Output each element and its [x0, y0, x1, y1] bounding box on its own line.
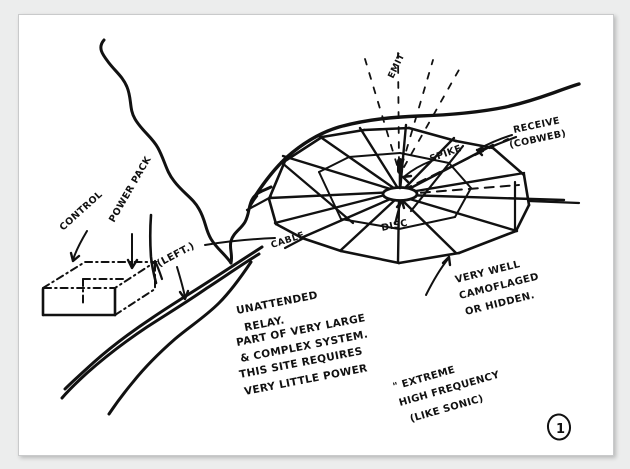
disc-leader-head — [395, 199, 406, 210]
spoke-11 — [401, 195, 519, 233]
guy-line-sw — [283, 237, 304, 250]
emit-ray-2 — [397, 52, 400, 164]
spoke-5 — [358, 126, 401, 192]
label-left: (LEFT.) — [155, 241, 196, 270]
ring-seg-e2 — [522, 173, 531, 207]
sketch-canvas: CONTROL POWER PACK (LEFT.) CABLE SPIKE D… — [39, 38, 581, 441]
spoke-1 — [268, 190, 399, 200]
ring-seg-sw1 — [300, 236, 343, 253]
leader-arrows-diagram — [394, 134, 513, 296]
spoke-9 — [402, 171, 526, 195]
ring-seg-ne1 — [407, 126, 458, 143]
spike-leader-line — [404, 160, 432, 177]
ring-seg-nw — [283, 135, 324, 163]
box-solid-edges — [41, 287, 117, 317]
inner-seg-e — [448, 162, 472, 189]
array-dashed-lines — [402, 138, 520, 195]
ring-seg-se2 — [457, 229, 518, 255]
buried-equipment-box — [39, 261, 159, 316]
guy-line-w — [245, 195, 273, 212]
label-emit: EMIT — [387, 52, 408, 81]
antenna-hub — [381, 158, 419, 202]
contour-right-a — [204, 237, 276, 246]
inner-seg-n — [348, 152, 401, 158]
note-frequency: " EXTREME HIGH FREQUENCY (LIKE SONIC) — [392, 365, 502, 425]
emit-ray-3 — [401, 59, 434, 166]
relay-line-1: UNATTENDED — [235, 289, 319, 317]
label-control: CONTROL — [58, 189, 105, 233]
left-leader-line — [176, 266, 186, 298]
ring-seg-sw2 — [274, 222, 304, 240]
guy-line-e — [527, 199, 581, 205]
dashed-ray-e — [404, 184, 520, 195]
inner-seg-s — [398, 216, 456, 230]
box-front-face — [42, 287, 116, 316]
contour-line-secondary — [228, 185, 273, 265]
ring-seg-se1 — [514, 203, 531, 233]
inner-seg-ne — [399, 152, 450, 164]
ring-seg-n2 — [362, 126, 411, 132]
spoke-12 — [399, 197, 458, 255]
spoke-7 — [400, 136, 456, 193]
page-number-badge: 1 — [546, 413, 572, 441]
spoke-4 — [317, 134, 400, 193]
left-leader-head — [178, 289, 190, 301]
camouflage-leader-head — [441, 255, 452, 267]
leader-arrows-left — [69, 230, 190, 301]
guy-line-crossing-2 — [409, 144, 465, 213]
ring-seg-e1 — [491, 146, 526, 177]
ring-seg-s1 — [397, 251, 461, 265]
camouflage-leader-line — [425, 258, 449, 296]
box-right-face — [114, 261, 156, 316]
array-outer-ring — [267, 126, 531, 265]
ring-seg-s2 — [339, 249, 401, 265]
receive-leader-line — [478, 134, 513, 150]
cable-run-lower — [60, 252, 261, 400]
ring-seg-n1 — [320, 128, 366, 139]
sketch-page: CONTROL POWER PACK (LEFT.) CABLE SPIKE D… — [18, 14, 614, 456]
spoke-3 — [281, 154, 399, 193]
page-number-text: 1 — [556, 422, 565, 437]
emission-rays — [364, 52, 461, 168]
label-disc: DISC — [380, 218, 409, 234]
powerpack-leader-head — [126, 258, 139, 270]
inner-seg-se — [454, 187, 472, 218]
cobweb-array — [245, 123, 581, 265]
spike-leader-head — [401, 174, 413, 184]
receive-leader-head — [475, 147, 487, 157]
note-relay: UNATTENDED RELAY. PART OF VERY LARGE & C… — [235, 289, 369, 398]
guy-line-crossing — [279, 160, 355, 225]
label-power-pack: POWER PACK — [107, 154, 154, 224]
control-leader-head — [69, 251, 81, 263]
array-spokes — [268, 123, 566, 264]
contour-stub-left — [148, 213, 158, 285]
box-top-face — [39, 261, 159, 289]
control-leader-line — [72, 230, 88, 261]
emit-ray-4 — [403, 67, 461, 168]
cable-run-upper — [63, 245, 264, 391]
emit-ray-1 — [364, 58, 398, 166]
contour-line-lower — [107, 260, 253, 416]
ring-seg-w2 — [267, 159, 287, 201]
page-number-circle — [546, 413, 572, 441]
note-camouflage: VERY WELL CAMOFLAGED OR HIDDEN. — [454, 259, 540, 318]
ring-seg-w1 — [267, 197, 278, 226]
spoke-10 — [402, 193, 566, 202]
label-cable: CABLE — [270, 231, 306, 251]
ring-seg-ne2 — [454, 139, 495, 150]
contour-line-main — [99, 38, 233, 265]
dashed-ray-ne — [402, 138, 509, 191]
antenna-disc — [381, 186, 419, 202]
inner-seg-nw — [318, 156, 350, 173]
